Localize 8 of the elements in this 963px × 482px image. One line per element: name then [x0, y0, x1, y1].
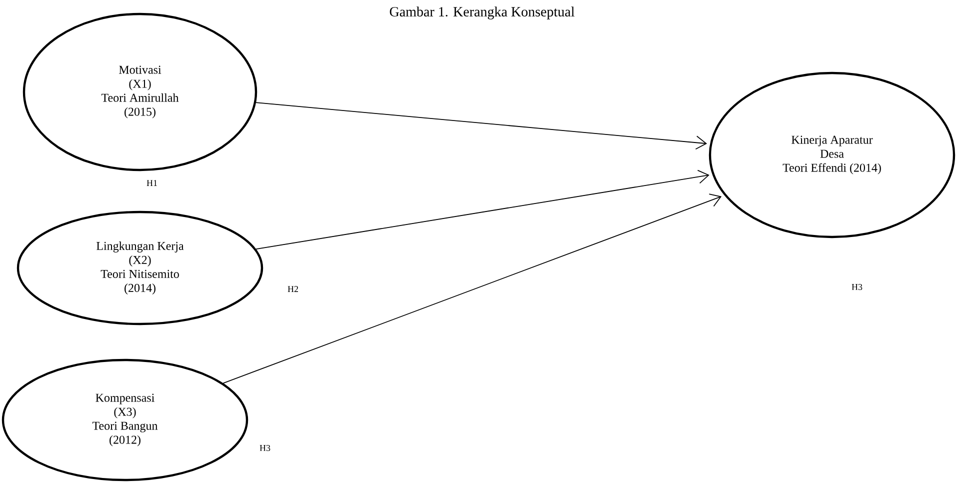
arrow	[256, 170, 710, 250]
hypothesis-label: H3	[260, 444, 270, 452]
hypothesis-label: H2	[288, 286, 298, 292]
hypothesis-label: H1	[146, 180, 157, 186]
hypothesis-label: H3	[852, 284, 862, 290]
arrow	[256, 102, 708, 150]
arrow	[222, 194, 722, 384]
title: Gambar 1. Kerangka Konseptual	[390, 6, 574, 20]
